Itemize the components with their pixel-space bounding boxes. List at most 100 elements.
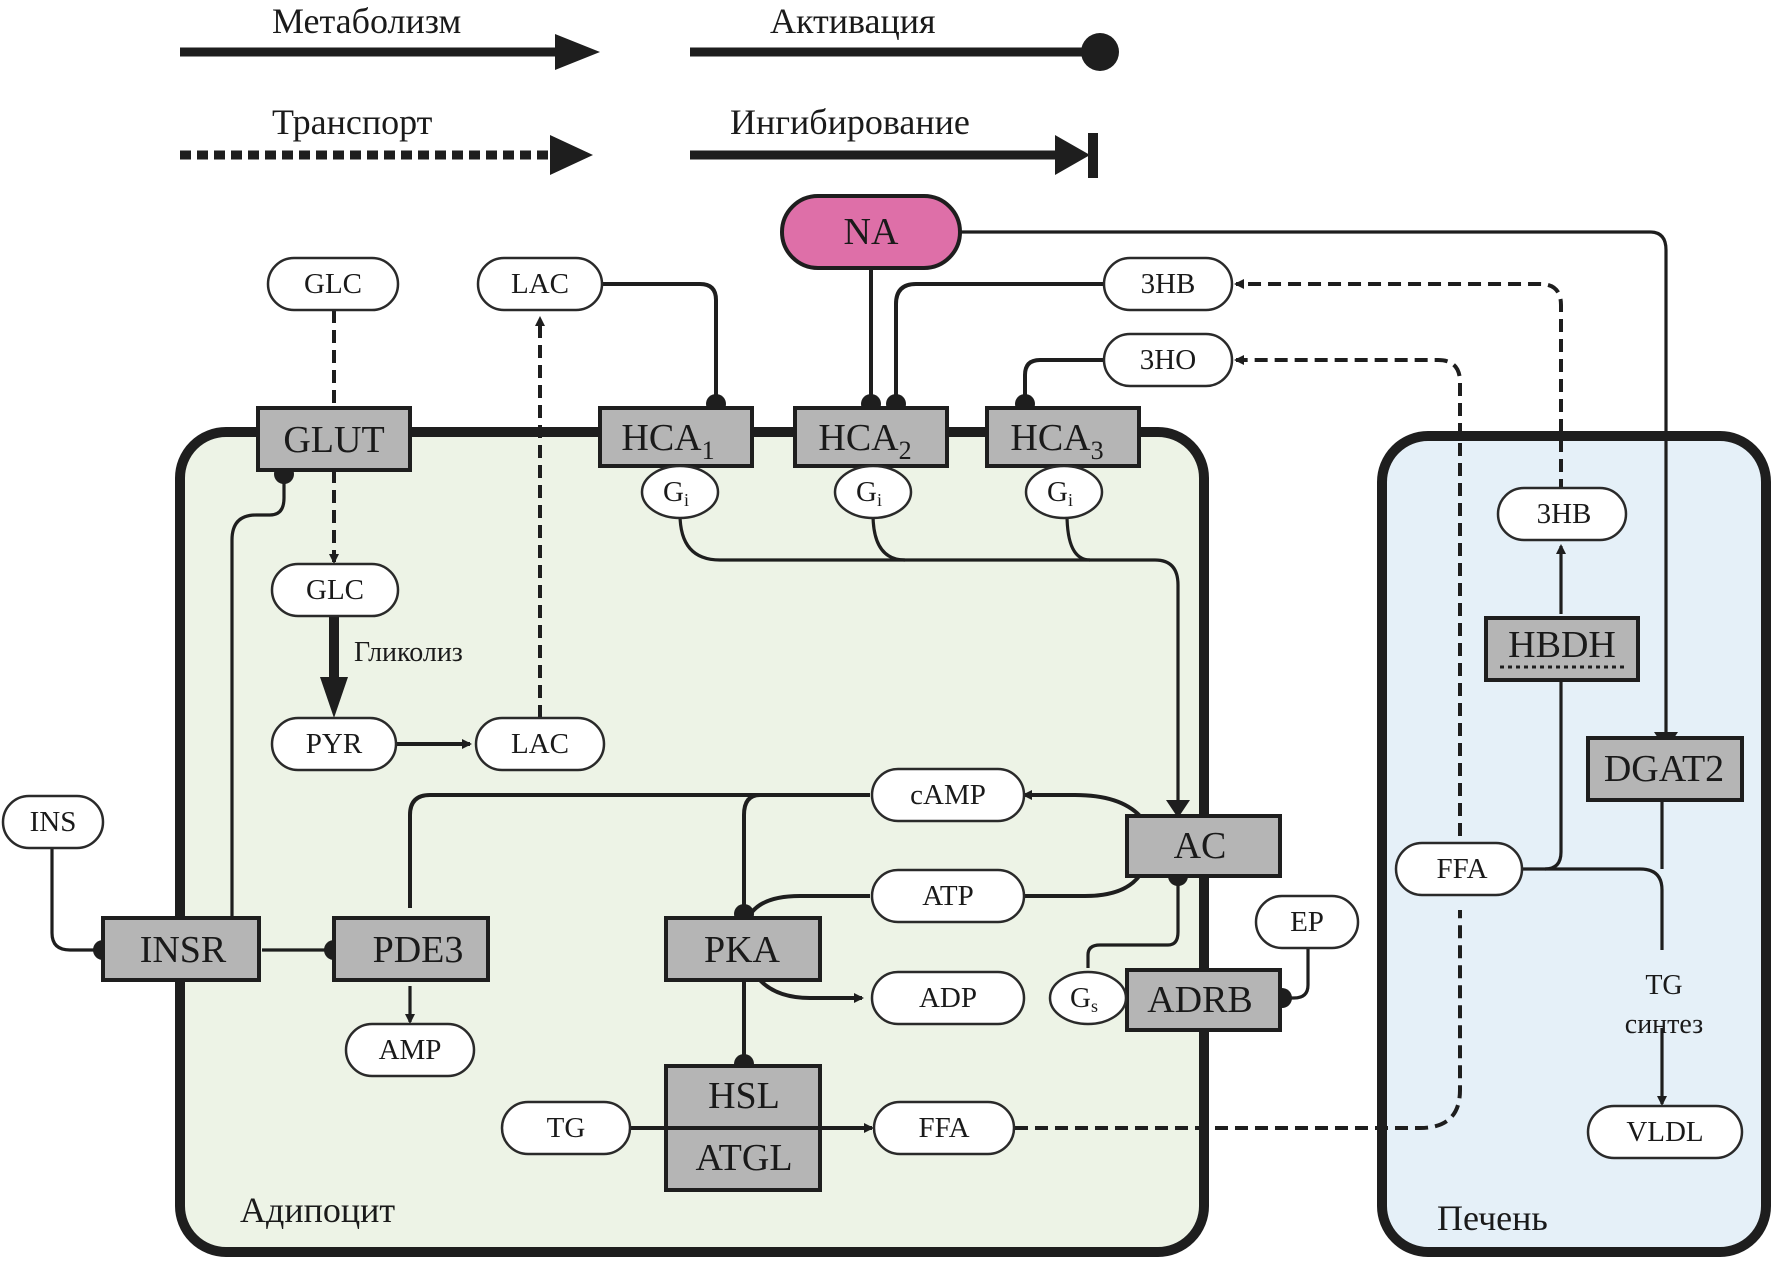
insr-box [101, 916, 261, 982]
hca3-label: HCA3 [1010, 417, 1103, 465]
gs-activates-ac [1086, 876, 1180, 968]
enzyme-hca2[interactable]: HCA2 [793, 406, 949, 468]
hca1-name: HCA [621, 417, 702, 459]
enzyme-dgat2[interactable]: DGAT2 [1586, 736, 1744, 802]
gs-protein[interactable]: Gs [1048, 970, 1128, 1026]
ins-pill [1, 794, 105, 850]
glc-out-label: GLC [304, 268, 362, 300]
metabolite-pyr[interactable]: PYR [270, 716, 398, 772]
lac-out-pill [476, 256, 604, 312]
gi-hca1-subscript: i [684, 490, 689, 510]
gi-hca1-ellipse [640, 464, 720, 520]
gi-hca1-label: Gi [663, 476, 689, 510]
gi-hca3-label: Gi [1047, 476, 1073, 510]
gi-protein-hca3[interactable]: Gi [1024, 464, 1104, 520]
gi-hca2-branch [871, 513, 906, 562]
atgl-label: ATGL [695, 1137, 792, 1179]
metabolite-ffa-liver[interactable]: FFA [1394, 841, 1524, 897]
metabolite-glc-out[interactable]: GLC [266, 256, 400, 312]
amp-pill [344, 1022, 476, 1078]
adrb-label: ADRB [1147, 979, 1253, 1021]
pde3-label: PDE3 [373, 929, 464, 971]
metabolite-ins[interactable]: INS [1, 794, 105, 850]
metabolite-3hb-liver[interactable]: 3HB [1496, 486, 1628, 542]
pyr-pill [270, 716, 398, 772]
3hb-out-pill [1102, 256, 1234, 312]
transport-3hb-liver-to-blood [1234, 279, 1563, 492]
pyr-label: PYR [306, 728, 363, 760]
metabolite-adp[interactable]: ADP [870, 970, 1026, 1026]
ffa-liver-pill [1394, 841, 1524, 897]
metabolite-tg[interactable]: TG [500, 1100, 632, 1156]
amp-label: AMP [379, 1034, 442, 1066]
metabolite-amp[interactable]: AMP [344, 1022, 476, 1078]
glc-in-label: GLC [306, 574, 364, 606]
metabolite-lac-in[interactable]: LAC [474, 716, 606, 772]
glycolysis-label: Гликолиз [354, 637, 463, 668]
pde3-box [332, 916, 490, 982]
legend-transport-arrowhead-icon [550, 135, 593, 175]
metabolite-ffa-adipocyte[interactable]: FFA [872, 1100, 1016, 1156]
legend-transport-label: Транспорт [272, 102, 433, 142]
enzyme-insr[interactable]: INSR [101, 916, 261, 982]
transport-ffa-to-liver [1015, 910, 1462, 1130]
glc-out-pill [266, 256, 400, 312]
inhibition-arrowhead-icon [1166, 800, 1190, 818]
ffa-to-tg-synthesis [1545, 867, 1664, 950]
enzyme-hca1[interactable]: HCA1 [598, 406, 754, 468]
metabolite-vldl[interactable]: VLDL [1586, 1104, 1744, 1160]
legend-activation-dot-icon [1081, 33, 1119, 71]
hca2-name: HCA [818, 417, 899, 459]
vldl-pill [1586, 1104, 1744, 1160]
enzyme-pka[interactable]: PKA [664, 916, 822, 982]
enzyme-adrb[interactable]: ADRB [1125, 968, 1282, 1032]
tg-synthesis-label-line2: синтез [1625, 1009, 1703, 1040]
liver-label: Печень [1437, 1198, 1548, 1238]
ep-pill [1254, 894, 1360, 950]
gi-protein-hca2[interactable]: Gi [833, 464, 913, 520]
na-inhibits-dgat2 [960, 230, 1668, 738]
gi-hca2-label: Gi [856, 476, 882, 510]
tg-pill [500, 1100, 632, 1156]
adipocyte-label: Адипоцит [240, 1190, 395, 1230]
enzyme-pde3[interactable]: PDE3 [332, 916, 490, 982]
glycolysis-arrowhead-icon [320, 677, 348, 718]
adp-pill [870, 970, 1026, 1026]
legend-transport: Транспорт [180, 102, 593, 175]
gi-protein-hca1[interactable]: Gi [640, 464, 720, 520]
na-pill [780, 194, 962, 270]
legend-inhibition-label: Ингибирование [730, 102, 970, 142]
legend-metabolism: Метаболизм [180, 1, 600, 70]
ac-produces-camp [1022, 790, 1142, 818]
hca2-label: HCA2 [818, 417, 911, 465]
metabolite-lac-out[interactable]: LAC [476, 256, 604, 312]
ffa-liver-label: FFA [1436, 853, 1487, 885]
gi-hca1-name: G [663, 476, 684, 508]
dgat2-box [1586, 736, 1744, 802]
lac-in-label: LAC [511, 728, 569, 760]
hbdh-label: HBDH [1508, 624, 1616, 666]
legend-metabolism-arrowhead-icon [555, 34, 600, 70]
metabolite-atp[interactable]: ATP [870, 868, 1026, 924]
na-label: NA [844, 211, 899, 253]
enzyme-hca3[interactable]: HCA3 [985, 406, 1141, 468]
legend-metabolism-label: Метаболизм [272, 1, 461, 41]
metabolite-glc-in[interactable]: GLC [270, 562, 400, 618]
adrb-box [1125, 968, 1282, 1032]
metabolite-3hb-out[interactable]: 3HB [1102, 256, 1234, 312]
legend-inhibition-bar-icon [1088, 133, 1098, 178]
metabolite-camp[interactable]: cAMP [870, 767, 1026, 823]
3ho-out-pill [1102, 332, 1234, 388]
legend-inhibition: Ингибирование [690, 102, 1098, 178]
na-node[interactable]: NA [780, 194, 962, 270]
enzyme-hbdh[interactable]: HBDH [1484, 616, 1640, 682]
metabolite-3ho-out[interactable]: 3HO [1102, 332, 1234, 388]
gi-hca2-ellipse [833, 464, 913, 520]
metabolite-ep[interactable]: EP [1254, 894, 1360, 950]
enzyme-ac[interactable]: AC [1125, 814, 1282, 878]
enzyme-glut[interactable]: GLUT [256, 406, 412, 472]
pka-box [664, 916, 822, 982]
tg-label: TG [547, 1112, 586, 1144]
ins-activates-insr [50, 848, 103, 952]
